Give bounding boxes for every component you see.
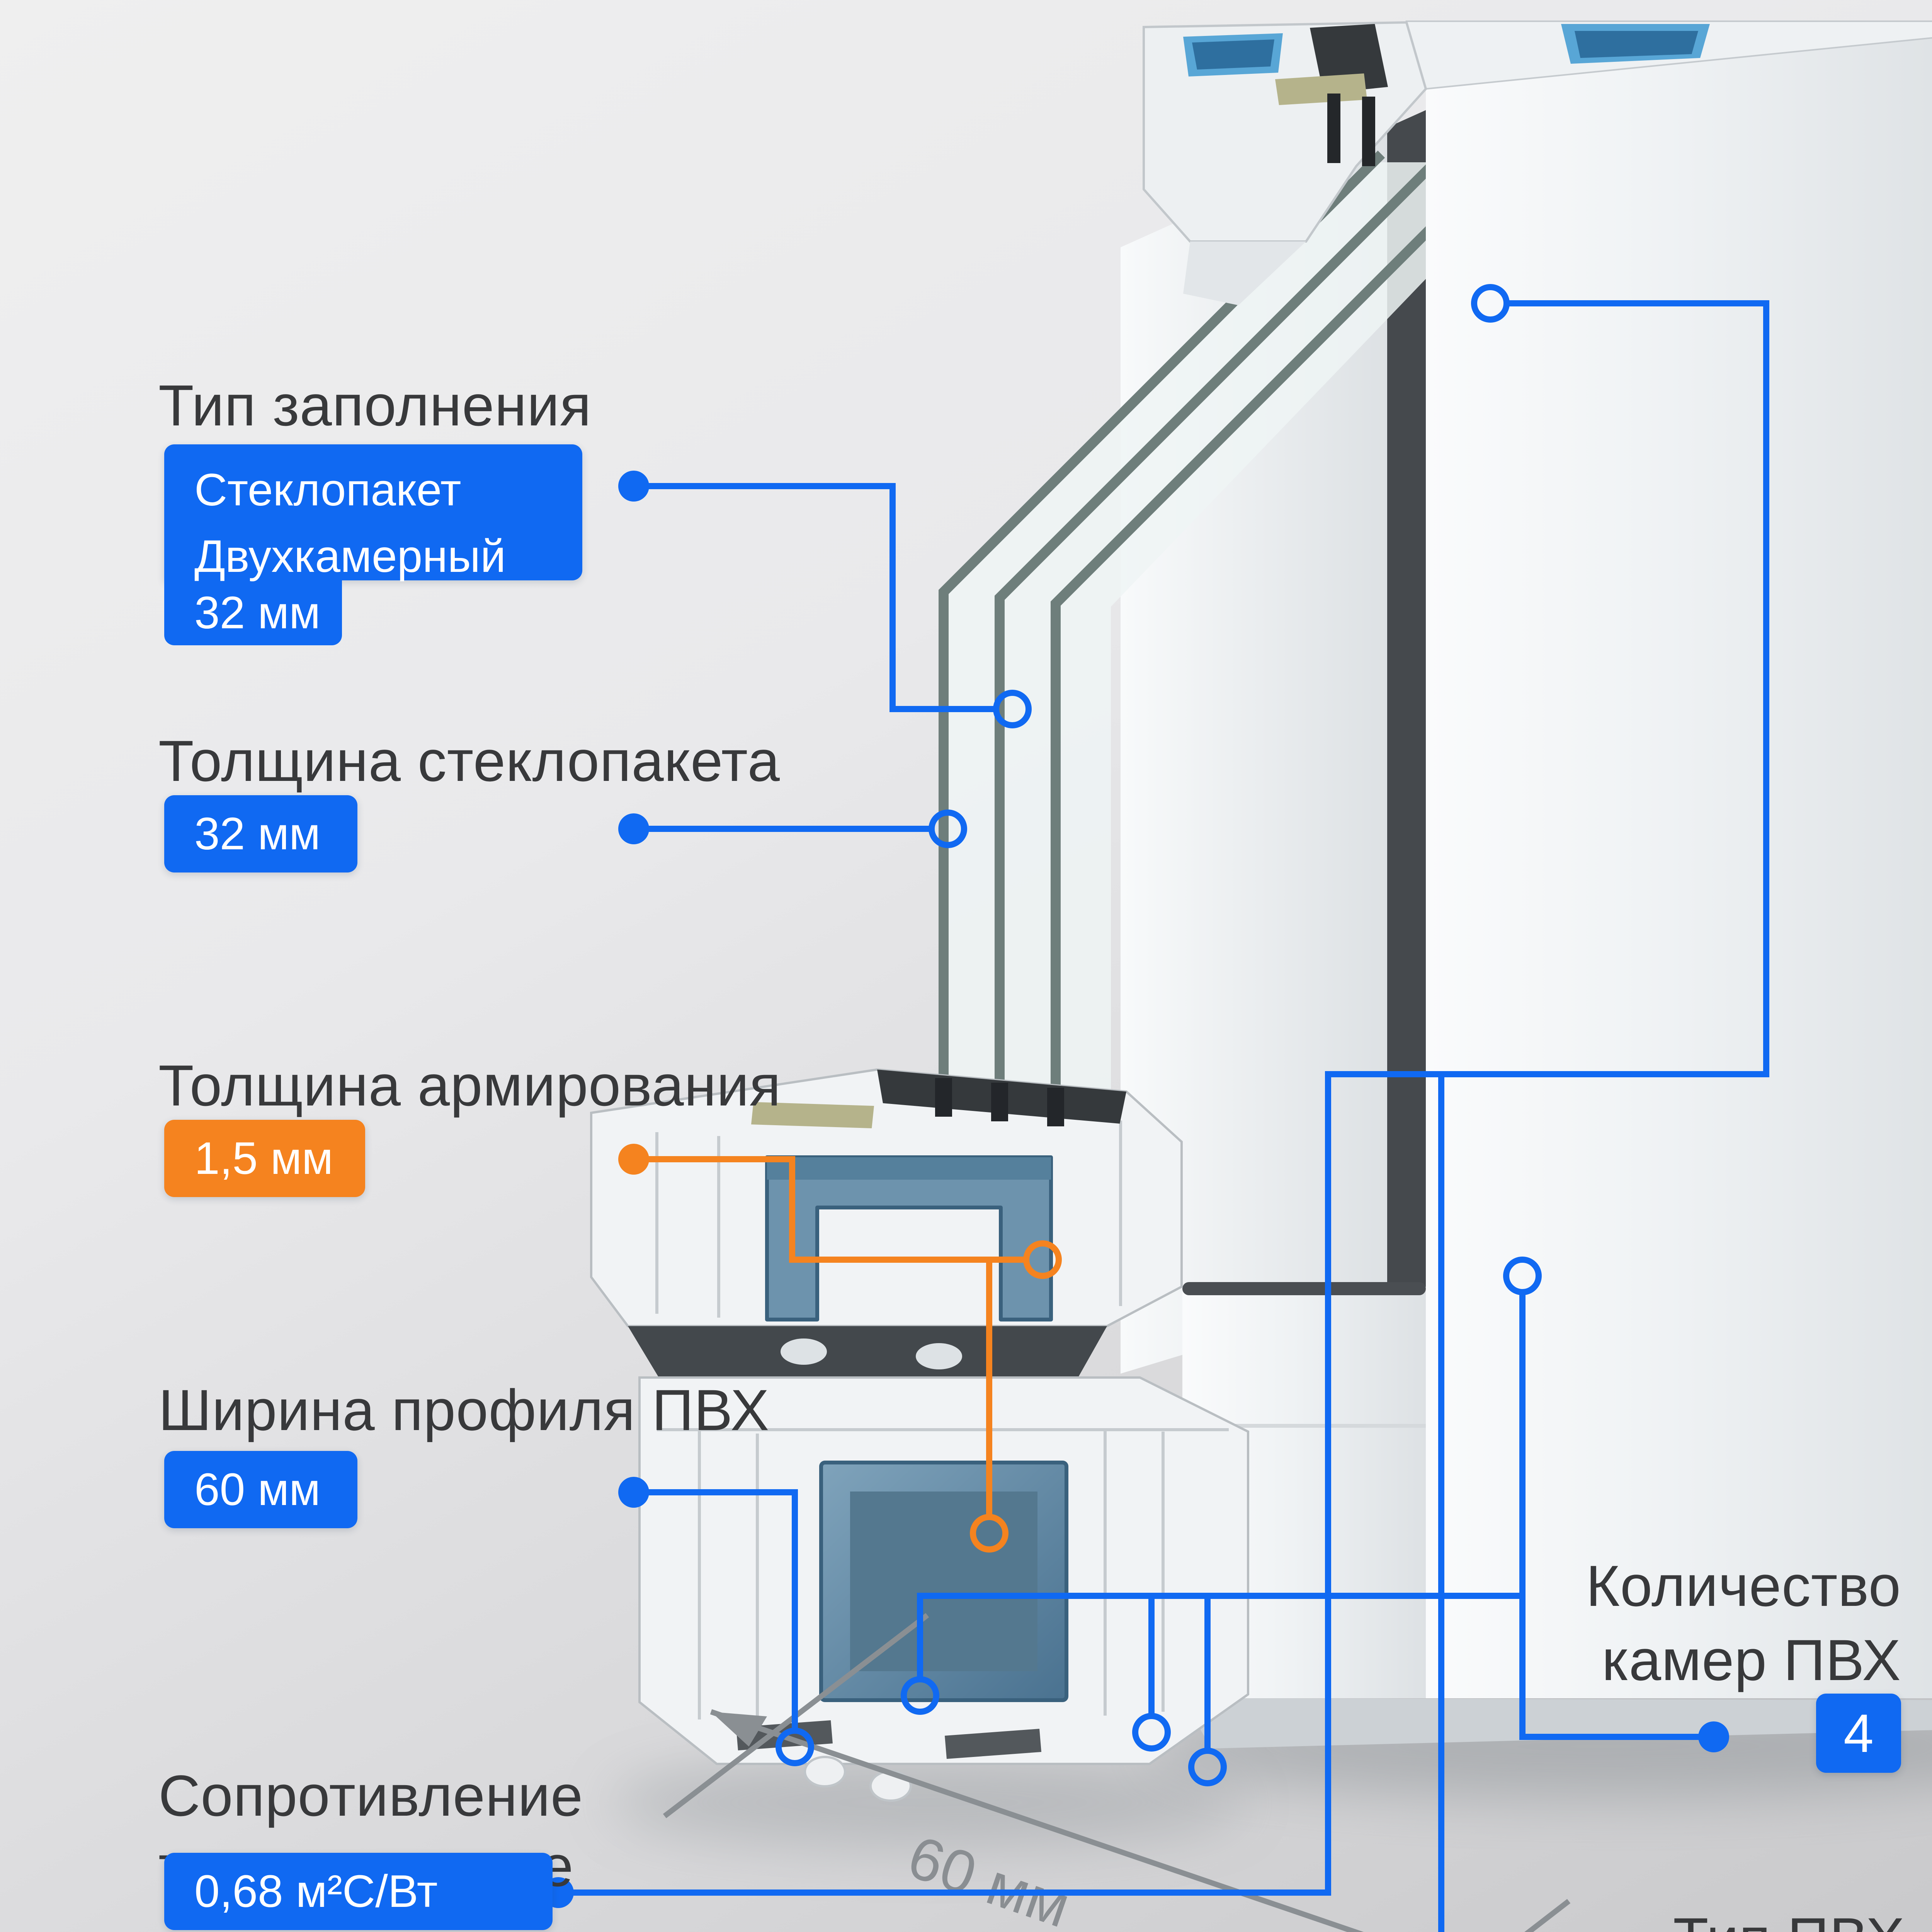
interlock-tab — [781, 1338, 827, 1365]
glass-pane-middle — [995, 156, 1441, 1114]
ring-frame-outer-wall — [1471, 284, 1510, 323]
leader-profile-width — [634, 1489, 798, 1731]
leader-rings — [776, 284, 1542, 1786]
leader-lines — [558, 300, 1769, 1932]
glazing-bead-top — [1183, 242, 1306, 305]
heat-resistance-value: 0,68 м²С/Вт — [194, 1866, 438, 1917]
glazing-thickness-title: Толщина стеклопакета — [158, 728, 780, 793]
fill-type-title: Тип заполнения — [158, 373, 592, 438]
leader-heat-resistance — [558, 300, 1769, 1896]
glass-pane-inner — [1051, 162, 1497, 1118]
sash-steel-lip-shade — [767, 1157, 1051, 1180]
profile-width-value: 60 мм — [194, 1464, 321, 1515]
frame-sash-seam-gasket — [1182, 1282, 1426, 1295]
dot-fill-type — [618, 471, 649, 502]
ring-profile-width — [776, 1728, 814, 1766]
profile-foot — [804, 1756, 846, 1787]
dot-pvc-chambers — [1698, 1721, 1729, 1752]
frame-front-face — [1426, 38, 1932, 1698]
frame-steel-cavity — [850, 1492, 1037, 1671]
sash-top-cut-face — [1143, 21, 1427, 305]
dot-reinforcement — [618, 1144, 649, 1175]
ring-frame-steel — [970, 1514, 1009, 1553]
glazing-thickness-value: 32 мм — [194, 808, 321, 859]
glazing-gasket-pin — [1327, 94, 1340, 163]
pvc-chambers-title-line1: Количество — [1586, 1553, 1901, 1618]
arrowhead-left — [711, 1712, 767, 1747]
fill-type-badge-bottom: 32 мм — [164, 580, 342, 645]
dot-glazing-thickness — [618, 813, 649, 844]
fill-type-line1: Стеклопакет — [194, 464, 461, 515]
ring-chamber-4 — [1503, 1257, 1542, 1295]
fill-type-line3: 32 мм — [194, 587, 321, 638]
reinforcement-value: 1,5 мм — [194, 1133, 333, 1184]
glazing-gasket-pin — [1362, 97, 1375, 166]
sash-frame-gap — [1387, 110, 1426, 1304]
drainage-slot — [945, 1729, 1041, 1759]
fill-type-badge: Стеклопакет Двухкамерный 32 мм — [164, 444, 582, 645]
dimension-extension-right — [1524, 1899, 1571, 1932]
ring-chamber-3 — [1188, 1748, 1227, 1786]
pvc-type-title: Тип ПВХ (класс профиля) — [1453, 1901, 1905, 1932]
dot-profile-width — [618, 1477, 649, 1508]
ring-sash-steel — [1023, 1240, 1062, 1279]
pvc-type-title-line1: Тип ПВХ — [1453, 1901, 1905, 1932]
sash-top-chamber-inner — [1192, 39, 1274, 70]
ring-chamber-1 — [901, 1676, 939, 1715]
ring-outer-pane — [929, 810, 967, 848]
corner-cross-section — [590, 1068, 1249, 1802]
interlock-tab — [916, 1343, 962, 1369]
ring-chamber-2 — [1132, 1713, 1171, 1752]
pvc-chambers-badge: 4 — [1816, 1694, 1901, 1773]
pvc-chambers-value: 4 — [1844, 1702, 1874, 1764]
dimension-line — [710, 1709, 1364, 1932]
glass-edge-gasket — [1047, 1088, 1064, 1126]
glazing-thickness-badge: 32 мм — [164, 795, 357, 872]
frame-chamber-walls — [657, 1428, 1229, 1723]
profile-width-badge: 60 мм — [164, 1451, 357, 1528]
heat-resistance-title-line1: Сопротивление — [158, 1763, 583, 1828]
fill-type-line2: Двухкамерный — [194, 531, 506, 582]
sash-chamber-walls — [655, 1121, 1122, 1318]
leader-pvc-chambers — [917, 1292, 1714, 1751]
profile-width-title: Ширина профиля ПВХ — [158, 1378, 770, 1442]
glazing-glass-fill — [949, 162, 1538, 1105]
frame-bottom-face — [1182, 1698, 1932, 1748]
leader-reinforcement — [634, 1156, 1026, 1517]
leader-fill-type — [634, 483, 996, 712]
heat-resistance-badge: 0,68 м²С/Вт — [164, 1853, 553, 1930]
glass-edge-gasket — [935, 1078, 952, 1117]
ring-middle-pane — [993, 690, 1032, 728]
reinforcement-title: Толщина армирования — [158, 1053, 781, 1118]
glass-edge-gasket — [991, 1083, 1008, 1121]
sash-seal-strip — [751, 1102, 874, 1128]
fill-type-badge-top: Стеклопакет Двухкамерный — [164, 444, 582, 582]
sash-top-seal-strip — [1275, 73, 1367, 105]
pvc-chambers-title: Количество камер ПВХ — [1586, 1549, 1901, 1697]
pvc-chambers-title-line2: камер ПВХ — [1602, 1628, 1901, 1692]
sash-frame-seam — [628, 1326, 1107, 1378]
sash-steel-reinforcement — [765, 1155, 1053, 1321]
frame-top-chamber-inner — [1575, 31, 1698, 58]
reinforcement-badge: 1,5 мм — [164, 1120, 365, 1197]
